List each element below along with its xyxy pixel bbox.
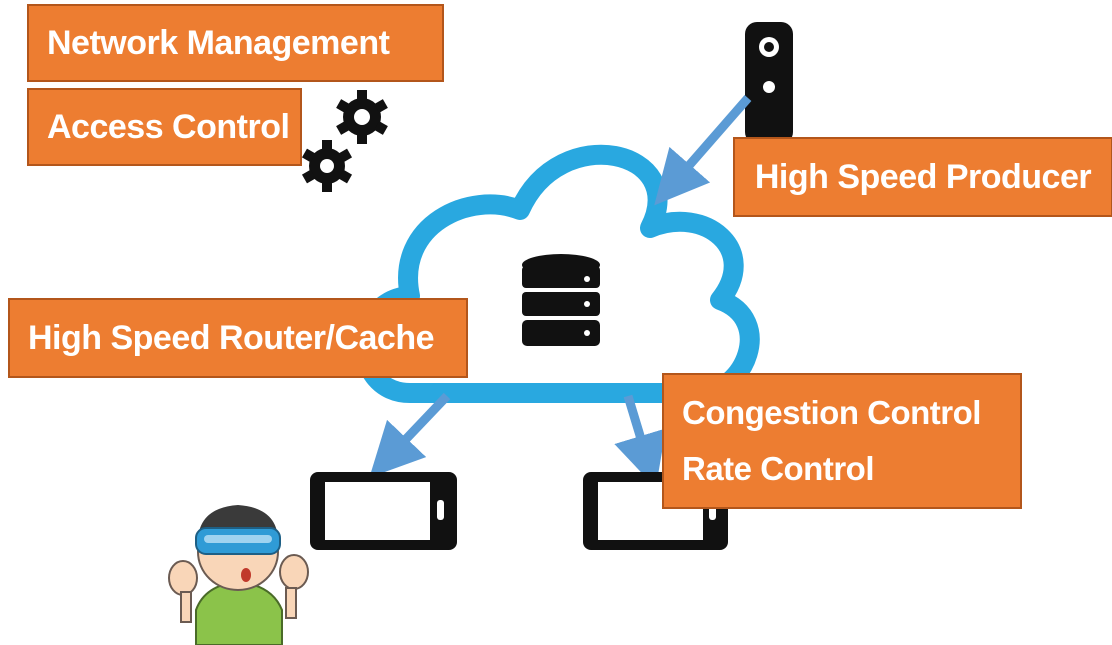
rate-control-text: Rate Control bbox=[682, 450, 875, 487]
access-control-label: Access Control bbox=[27, 88, 302, 166]
arrow-cloud-to-left-phone bbox=[369, 392, 451, 478]
congestion-control-text: Congestion Control bbox=[682, 394, 981, 431]
arrow-cloud-to-right-phone bbox=[614, 394, 667, 488]
camera-icon bbox=[745, 22, 793, 144]
high-speed-router-cache-label: High Speed Router/Cache bbox=[8, 298, 468, 378]
congestion-rate-control-label: Congestion Control Rate Control bbox=[662, 373, 1022, 509]
gear-icon bbox=[336, 90, 388, 144]
arrow-producer-to-cloud bbox=[654, 95, 752, 206]
network-management-label: Network Management bbox=[27, 4, 444, 82]
gear-icon bbox=[301, 140, 353, 192]
database-icon bbox=[522, 254, 600, 346]
smartphone-icon bbox=[310, 472, 457, 550]
high-speed-producer-label: High Speed Producer bbox=[733, 137, 1112, 217]
vr-user-illustration bbox=[168, 505, 309, 645]
